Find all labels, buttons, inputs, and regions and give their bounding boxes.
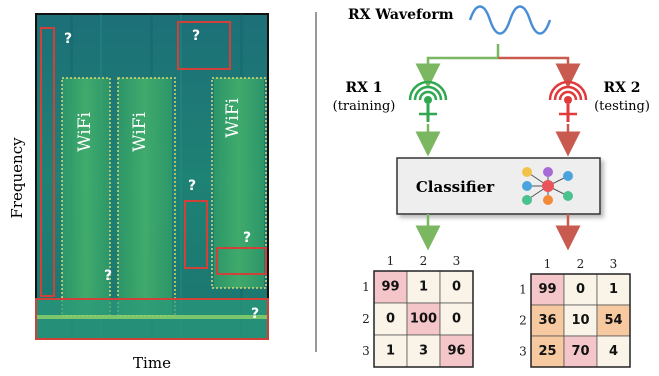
rx2-cell-value: 10 (571, 313, 589, 328)
arrow-to-rx2 (498, 56, 581, 89)
confusion-matrix-rx2: 1 2 3 1 2 3 99 0 1 36 10 54 25 70 4 (519, 257, 631, 368)
rx1-cell-value: 0 (452, 312, 461, 327)
spectrogram: WiFi WiFi WiFi ? ? ? ? ? ? (35, 13, 269, 340)
rx1-cell (373, 302, 408, 336)
wifi-band-2 (118, 78, 172, 316)
rx2-cell-value: 36 (538, 313, 556, 328)
rx1-col-header: 3 (453, 254, 461, 268)
rx1-row-header: 2 (362, 312, 370, 326)
rx1-cell-value: 96 (447, 344, 465, 359)
rx1-cell-value: 1 (419, 280, 428, 295)
rx1-name: RX 1 (345, 80, 382, 96)
question-mark-2: ? (192, 28, 200, 44)
unknown-box-left (40, 27, 55, 297)
rx1-cell (406, 302, 441, 336)
rx1-row-header: 3 (362, 344, 370, 358)
wifi-band-1 (62, 78, 110, 316)
question-mark-3: ? (188, 178, 196, 194)
question-mark-5: ? (104, 268, 112, 284)
rx2-cell (563, 304, 598, 337)
classifier-label: Classifier (416, 178, 495, 196)
unknown-box-bottom (35, 298, 269, 340)
rx1-border (373, 270, 474, 368)
unknown-box-top (177, 21, 231, 70)
rx1-cell-value: 1 (386, 344, 395, 359)
rx2-cell-value: 0 (576, 282, 585, 297)
rx2-cell-value: 70 (571, 344, 589, 359)
rx1-row-header: 1 (362, 280, 370, 294)
waveform-label: RX Waveform (348, 7, 454, 23)
unknown-box-right (216, 247, 267, 275)
rx2-cell-value: 1 (609, 282, 618, 297)
rx2-name: RX 2 (603, 80, 640, 96)
neural-network-icon (522, 167, 573, 205)
rx1-antenna-icon (408, 80, 448, 122)
rx2-row-header: 3 (519, 345, 527, 359)
rx1-cell (373, 334, 408, 368)
wifi-label-1: WiFi (75, 112, 95, 152)
rx1-cell-value: 99 (381, 280, 399, 295)
rx2-col-header: 3 (610, 257, 618, 271)
rx1-cell-value: 0 (386, 312, 395, 327)
rx2-role: (testing) (594, 99, 650, 114)
unknown-box-mid (184, 200, 208, 269)
rx1-role: (training) (333, 99, 396, 114)
rx1-cell (406, 334, 441, 368)
wifi-box-2 (117, 77, 176, 317)
y-axis-label: Frequency (8, 137, 26, 219)
rx1-col-header: 1 (387, 254, 395, 268)
bottom-band-line (37, 315, 267, 319)
waveform-icon (468, 5, 552, 35)
rx2-cell (596, 273, 631, 306)
rx2-row-header: 2 (519, 314, 527, 328)
rx2-cell-value: 4 (609, 344, 618, 359)
rx2-cell (530, 304, 565, 337)
rx2-antenna-icon (548, 80, 588, 122)
question-mark-4: ? (243, 230, 251, 246)
rx1-cell-value: 100 (410, 312, 437, 327)
rx2-cell-value: 99 (538, 282, 556, 297)
wifi-label-3: WiFi (223, 98, 243, 138)
arrow-to-rx1 (415, 56, 498, 89)
rx1-col-header: 2 (420, 254, 428, 268)
question-mark-6: ? (251, 306, 259, 322)
rx2-row-header: 1 (519, 283, 527, 297)
wifi-band-3 (214, 78, 264, 288)
rx2-cell (530, 335, 565, 368)
rx1-cell-value: 3 (419, 344, 428, 359)
wifi-label-2: WiFi (130, 112, 150, 152)
classifier-box (396, 157, 601, 215)
question-mark-1: ? (64, 31, 72, 47)
rx1-cell (439, 302, 474, 336)
rx2-cell-value: 54 (604, 313, 622, 328)
x-axis-label: Time (133, 354, 171, 372)
rx2-cell (596, 304, 631, 337)
rx2-col-header: 1 (544, 257, 552, 271)
rx2-cell (563, 335, 598, 368)
rx1-cell-value: 0 (452, 280, 461, 295)
rx2-col-header: 2 (577, 257, 585, 271)
rx2-cell-value: 25 (538, 344, 556, 359)
rx2-border (530, 273, 631, 368)
